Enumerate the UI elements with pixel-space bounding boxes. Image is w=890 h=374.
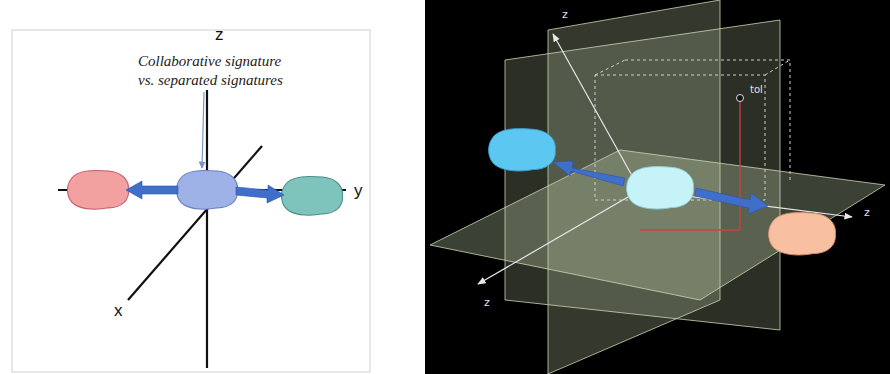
dark-panel: [425, 0, 890, 374]
axes-3d: [478, 34, 852, 284]
signature-blobs: [67, 170, 342, 215]
point-dot: [737, 95, 744, 102]
axes: [58, 58, 346, 368]
axis-label: y: [352, 180, 365, 201]
axis-label: x: [112, 300, 125, 321]
axis-label: z: [482, 296, 492, 310]
annotation-note: Collaborative signature vs. separated si…: [136, 52, 300, 90]
axis-label: z: [862, 206, 872, 220]
leader-line: [202, 92, 204, 168]
coordinate-planes: [430, 0, 885, 374]
panel-frame: [12, 30, 370, 372]
split-arrows: [126, 181, 284, 203]
axis-label: z: [213, 24, 226, 45]
split-arrows-3d: [553, 161, 768, 214]
signature-blobs-3d: [489, 129, 836, 255]
coordinate-box: [595, 60, 790, 230]
point-label: tol: [748, 84, 765, 97]
axis-label: z: [560, 8, 570, 22]
